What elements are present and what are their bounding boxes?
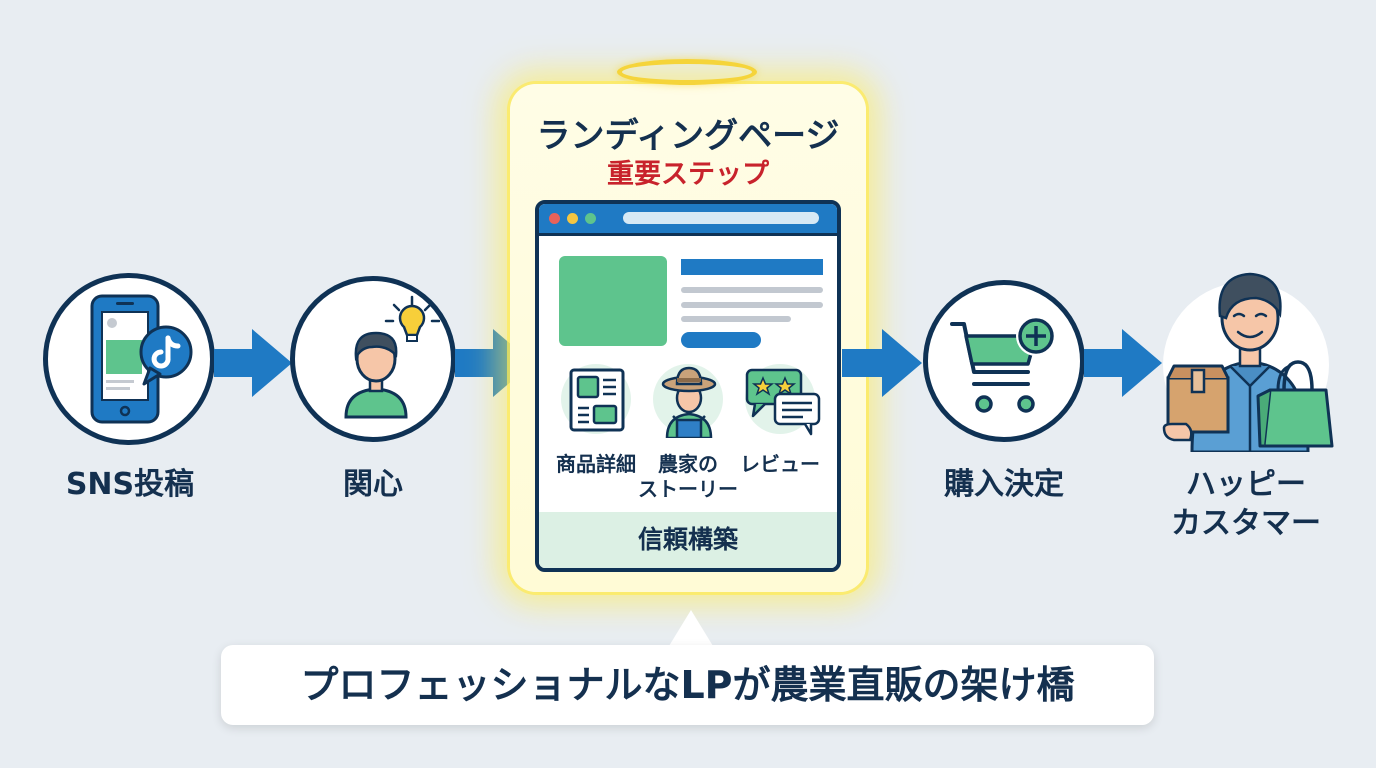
happy-customer-label-line1: ハッピー (1186, 467, 1306, 502)
feature-product-details-label: 商品詳細 (556, 452, 636, 476)
maximize-dot-icon (585, 213, 596, 224)
customer-box-bag-icon (1162, 272, 1334, 452)
person-lightbulb-icon (344, 295, 440, 419)
feature-reviews (737, 362, 823, 436)
text-line-placeholder (681, 302, 823, 308)
feature-product-details (553, 362, 639, 436)
smartphone-music-note-icon (90, 294, 193, 424)
sns-post-label: SNS投稿 (65, 467, 195, 502)
arrow-right-icon (214, 329, 292, 397)
callout-pointer (669, 610, 713, 646)
landing-page-title: ランディングページ (536, 116, 840, 156)
farmer-icon (661, 366, 717, 438)
interest-label: 関心 (343, 467, 403, 502)
browser-window-icon: 商品詳細 農家の ストーリー レビュー 信頼構築 (535, 200, 841, 572)
hero-image-placeholder (559, 256, 667, 346)
feature-farmer-story-label-line1: 農家の (658, 452, 718, 476)
review-chat-stars-icon (745, 368, 821, 436)
happy-customer-label-line2: カスタマー (1171, 506, 1321, 541)
trust-building-label: 信頼構築 (539, 512, 837, 568)
close-dot-icon (549, 213, 560, 224)
hero-heading-placeholder (681, 259, 823, 275)
arrow-right-icon (455, 329, 533, 397)
minimize-dot-icon (567, 213, 578, 224)
browser-toolbar (539, 204, 837, 236)
url-bar (623, 212, 819, 224)
arrow-right-icon (1084, 329, 1162, 397)
cta-button-placeholder (681, 332, 761, 348)
text-line-placeholder (681, 287, 823, 293)
feature-reviews-label: レビュー (740, 452, 820, 476)
bridge-callout: プロフェッショナルなLPが農業直販の架け橋 (221, 645, 1154, 725)
purchase-decision-label: 購入決定 (944, 467, 1064, 502)
important-step-label: 重要ステップ (607, 159, 769, 190)
arrow-right-icon (842, 329, 922, 397)
product-document-icon (569, 368, 625, 432)
halo-icon (617, 59, 757, 85)
text-line-placeholder (681, 316, 791, 322)
feature-farmer-story-label-line2: ストーリー (638, 477, 738, 501)
shopping-cart-plus-icon (950, 316, 1056, 413)
feature-farmer-story (645, 362, 731, 438)
